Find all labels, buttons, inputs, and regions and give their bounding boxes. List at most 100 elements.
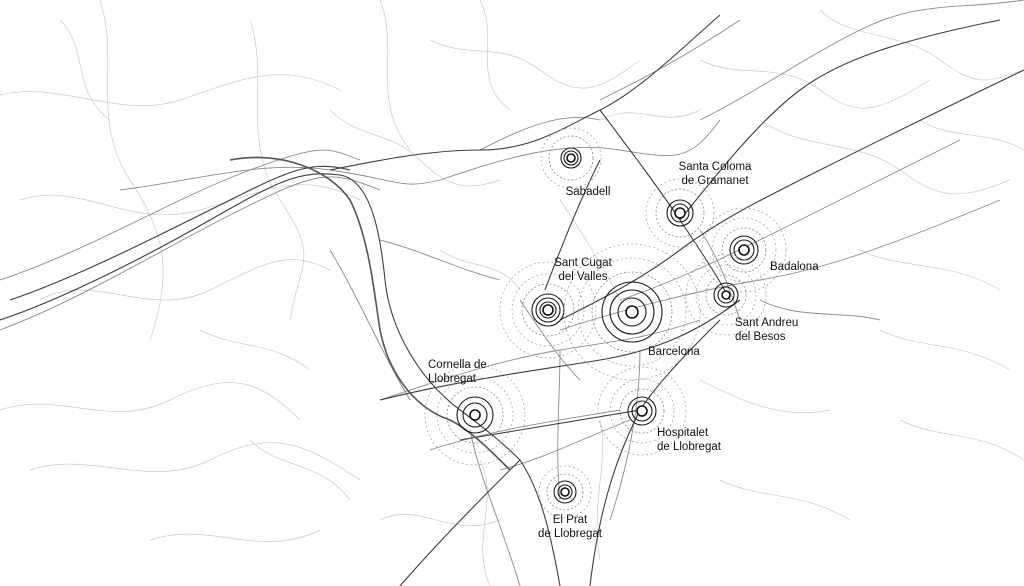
minor-road-line [819,9,1024,81]
highway-line [329,14,721,171]
highway-line [399,459,521,586]
label-hospitalet: Hospitalet de Llobregat [657,427,721,453]
hub-badalona-icon [701,207,787,293]
solid-ring [531,293,565,327]
secondary-road-line [439,119,721,181]
solid-ring [539,301,557,319]
secondary-road-line [759,299,881,321]
minor-road-line [439,249,521,291]
label-el-prat: El Prat de Llobregat [538,514,602,540]
dashed-ring [597,366,687,456]
secondary-road-line [599,19,741,101]
dashed-ring [591,271,673,353]
hub-center [542,304,554,316]
solid-ring [560,147,582,169]
label-badalona: Badalona [770,261,819,273]
dashed-ring [645,178,715,248]
highway-line [379,299,741,401]
minor-road-line [0,382,301,421]
dashed-ring [424,364,526,466]
solid-ring [713,282,739,308]
highway-line [544,159,601,291]
minor-road-line [899,419,1024,461]
secondary-road-line [479,116,601,151]
hub-center [674,207,686,219]
hub-hospitalet-icon [597,366,687,456]
label-barcelona: Barcelona [648,346,700,358]
solid-ring [609,289,655,335]
hub-center [469,409,481,421]
secondary-road-line [519,299,581,381]
minor-road-line [0,74,341,107]
solid-ring [456,396,494,434]
solid-ring [627,396,657,426]
minor-road-line [249,439,351,501]
minor-road-line [99,0,164,341]
minor-road-line [479,0,511,111]
dashed-ring [577,257,687,367]
label-cornella: Cornella de Llobregat [428,359,487,385]
dashed-ring [563,243,701,381]
minor-road-line [879,329,1011,371]
minor-road-line [599,109,701,121]
dashed-ring [695,264,757,326]
secondary-road-line [0,149,361,281]
minor-road-line [249,19,305,321]
secondary-road-line [119,166,441,191]
label-sant-andreu: Sant Andreu del Besos [735,317,799,343]
hub-center [636,405,648,417]
minor-road-line [479,459,491,586]
secondary-road-line [559,199,1001,331]
dashed-ring [685,254,767,336]
solid-ring [617,297,647,327]
dashed-ring [499,261,597,359]
hub-center [566,153,576,163]
hub-santa-coloma-icon [645,178,715,248]
dashed-ring [609,378,675,444]
hub-cornella-icon [424,364,526,466]
solid-ring [729,235,759,265]
minor-road-line [329,109,501,187]
secondary-road-line [619,139,961,301]
hub-center [625,305,639,319]
river-line [229,156,511,471]
solid-ring [666,199,694,227]
secondary-road-line [699,229,741,321]
secondary-road-line [699,0,1024,121]
solid-ring [563,150,579,166]
dashed-ring [655,188,705,238]
dashed-ring [711,217,777,283]
label-sabadell: Sabadell [565,186,611,198]
dashed-ring [436,376,514,454]
highway-line [559,69,1024,321]
solid-ring [557,484,573,500]
solid-ring [717,286,735,304]
minor-road-line [719,479,851,521]
minor-road-line [199,329,311,371]
dashed-ring [619,388,665,434]
highway-line [589,409,641,586]
hub-sant-andreu-icon [685,254,767,336]
dashed-ring [521,283,575,337]
minor-road-line [379,0,411,151]
minor-road-line [59,19,111,121]
minor-road-line [699,379,831,413]
hub-center [721,290,731,300]
secondary-road-line [609,349,641,521]
minor-road-line [859,249,1001,291]
label-sant-cugat: Sant Cugat del Valles [554,257,612,283]
secondary-road-line [379,239,501,281]
secondary-road-line [329,249,411,401]
dashed-ring [446,386,504,444]
label-santa-coloma: Santa Coloma de Gramanet [678,161,752,187]
solid-ring [733,239,755,261]
minor-road-line [699,59,931,109]
minor-road-line [39,259,331,301]
dashed-ring [721,227,767,273]
dashed-ring [705,274,747,316]
solid-ring [535,297,561,323]
minor-road-line [379,513,501,527]
